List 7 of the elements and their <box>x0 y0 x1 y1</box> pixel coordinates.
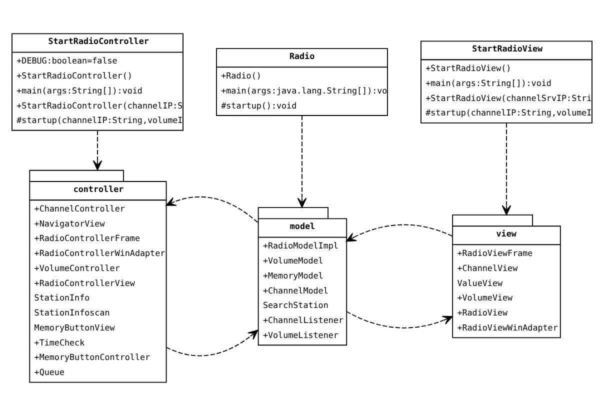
arrow <box>297 114 307 208</box>
arrow <box>502 122 512 215</box>
arrow <box>346 224 453 242</box>
arrow <box>346 310 453 328</box>
arrow <box>92 130 102 170</box>
arrow <box>166 329 258 356</box>
arrow <box>166 196 258 222</box>
